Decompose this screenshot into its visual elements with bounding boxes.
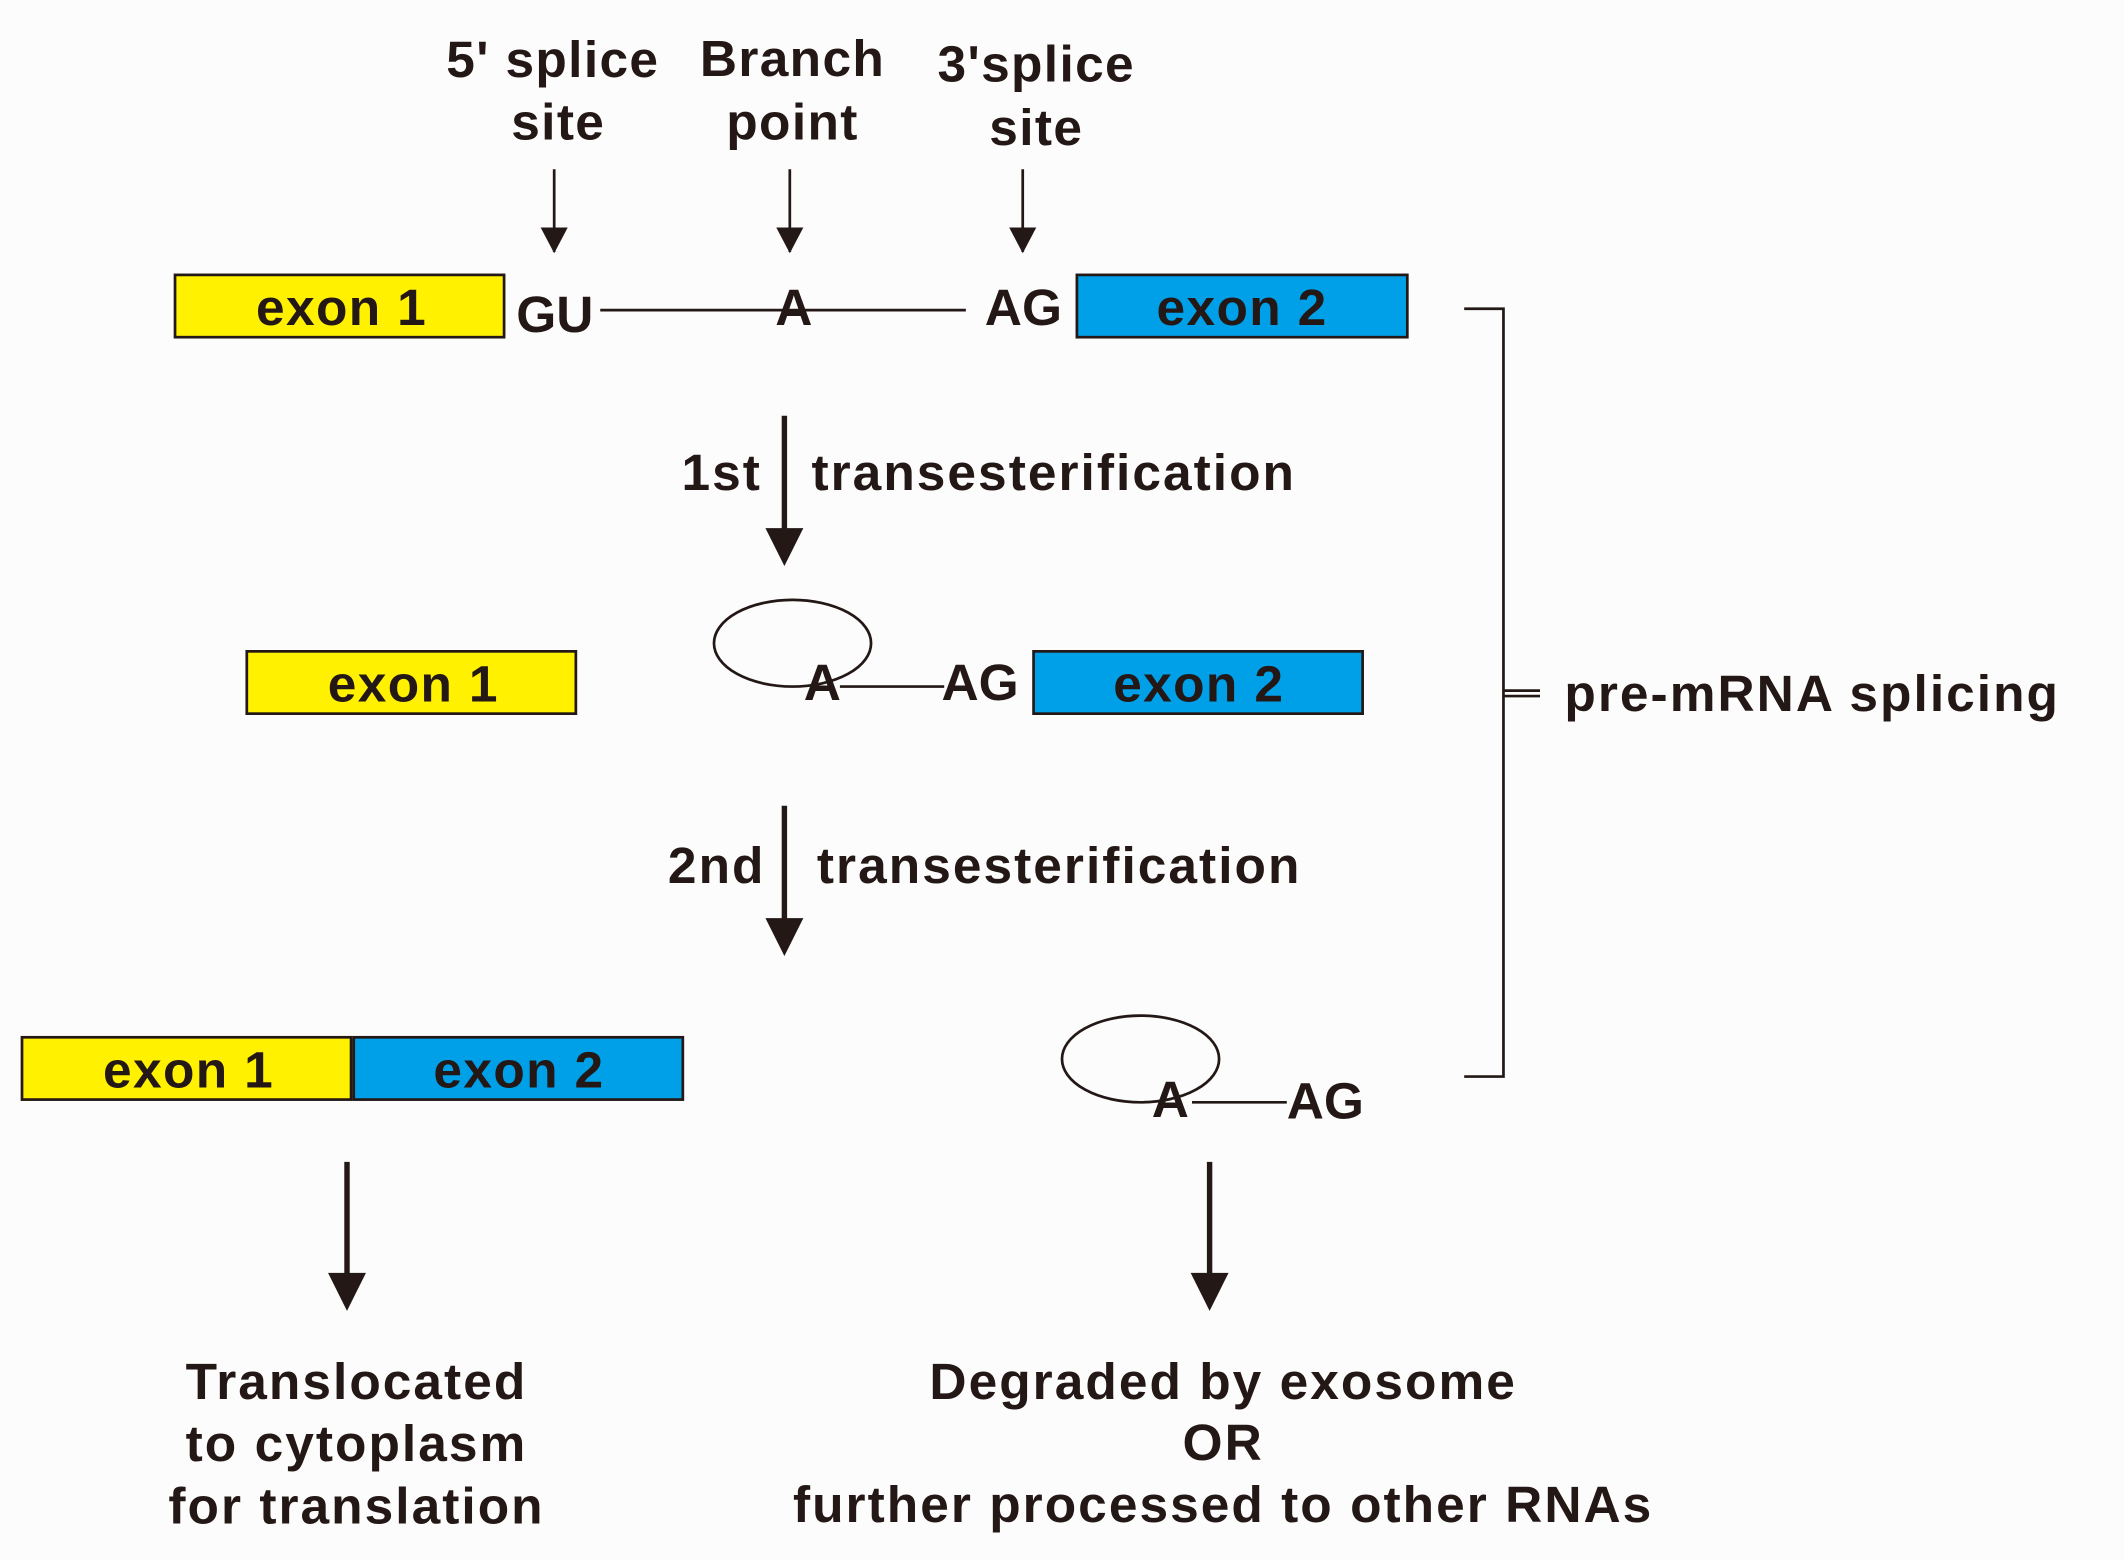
exon1-box bbox=[20, 1035, 353, 1101]
mrna-fate-text: Translocated to cytoplasm for translatio… bbox=[168, 1352, 544, 1535]
gu-dinucleotide: GU bbox=[516, 285, 593, 343]
svg-text:A: A bbox=[1152, 1070, 1189, 1128]
svg-text:further processed to other RNA: further processed to other RNAs bbox=[793, 1475, 1653, 1533]
arrow-down-icon bbox=[765, 528, 804, 567]
step1-arrow: 1st transesterification bbox=[681, 415, 1296, 567]
fate-arrows bbox=[328, 1161, 1229, 1311]
svg-text:to cytoplasm: to cytoplasm bbox=[186, 1414, 528, 1472]
svg-text:exon 2: exon 2 bbox=[433, 1040, 604, 1098]
svg-text:site: site bbox=[511, 92, 605, 150]
excised-lariat: A AG bbox=[1060, 1014, 1364, 1130]
svg-text:5' splice: 5' splice bbox=[446, 30, 659, 88]
arrow-down-icon bbox=[1190, 1272, 1229, 1311]
svg-text:point: point bbox=[726, 92, 858, 150]
arrow-down-icon bbox=[765, 918, 804, 957]
lariat-intermediate: exon 1 A AG exon 2 bbox=[245, 598, 1364, 715]
svg-text:exon 2: exon 2 bbox=[1157, 278, 1328, 336]
pre-mrna: exon 1 GU A AG exon 2 bbox=[173, 273, 1409, 343]
svg-text:site: site bbox=[989, 98, 1083, 156]
lariat-loop bbox=[1060, 1014, 1221, 1104]
svg-text:2nd: 2nd bbox=[668, 836, 766, 894]
svg-text:Translocated: Translocated bbox=[186, 1352, 528, 1410]
pre-mrna-splicing-label: pre-mRNA splicing bbox=[1564, 664, 2060, 722]
exon1-box bbox=[173, 273, 506, 339]
branch-point-label: Branch point bbox=[700, 29, 885, 151]
svg-text:A: A bbox=[804, 653, 841, 711]
arrow-down-icon bbox=[328, 1272, 366, 1311]
svg-text:Degraded by exosome: Degraded by exosome bbox=[929, 1352, 1516, 1410]
step2-arrow: 2nd transesterification bbox=[668, 805, 1302, 957]
svg-text:transesterification: transesterification bbox=[817, 836, 1302, 894]
svg-text:for translation: for translation bbox=[168, 1476, 544, 1534]
ag-dinucleotide: AG bbox=[985, 278, 1062, 336]
five-prime-splice-site-label: 5' splice site bbox=[446, 30, 659, 150]
svg-text:1st: 1st bbox=[681, 443, 761, 501]
lariat-fate-text: Degraded by exosome OR further processed… bbox=[793, 1352, 1653, 1533]
svg-text:exon 1: exon 1 bbox=[328, 654, 499, 712]
exon1-box bbox=[245, 650, 578, 715]
svg-text:exon 1: exon 1 bbox=[256, 278, 427, 336]
svg-text:transesterification: transesterification bbox=[811, 443, 1296, 501]
svg-text:3'splice: 3'splice bbox=[938, 34, 1136, 92]
three-prime-splice-site-label: 3'splice site bbox=[938, 34, 1136, 156]
exon2-box bbox=[1032, 650, 1364, 715]
splicing-bracket bbox=[1464, 307, 1541, 1078]
svg-text:exon 1: exon 1 bbox=[103, 1040, 274, 1098]
spliced-mrna: exon 1 exon 2 bbox=[20, 1035, 685, 1101]
svg-text:AG: AG bbox=[941, 653, 1018, 711]
svg-text:OR: OR bbox=[1183, 1413, 1264, 1471]
svg-text:AG: AG bbox=[1287, 1072, 1364, 1130]
branch-a: A bbox=[775, 278, 812, 336]
site-pointer-arrows bbox=[540, 169, 1037, 254]
lariat-loop bbox=[712, 598, 873, 688]
exon2-box bbox=[352, 1035, 685, 1101]
svg-text:Branch: Branch bbox=[700, 29, 885, 87]
exon2-box bbox=[1075, 273, 1409, 339]
svg-text:exon 2: exon 2 bbox=[1113, 654, 1284, 712]
